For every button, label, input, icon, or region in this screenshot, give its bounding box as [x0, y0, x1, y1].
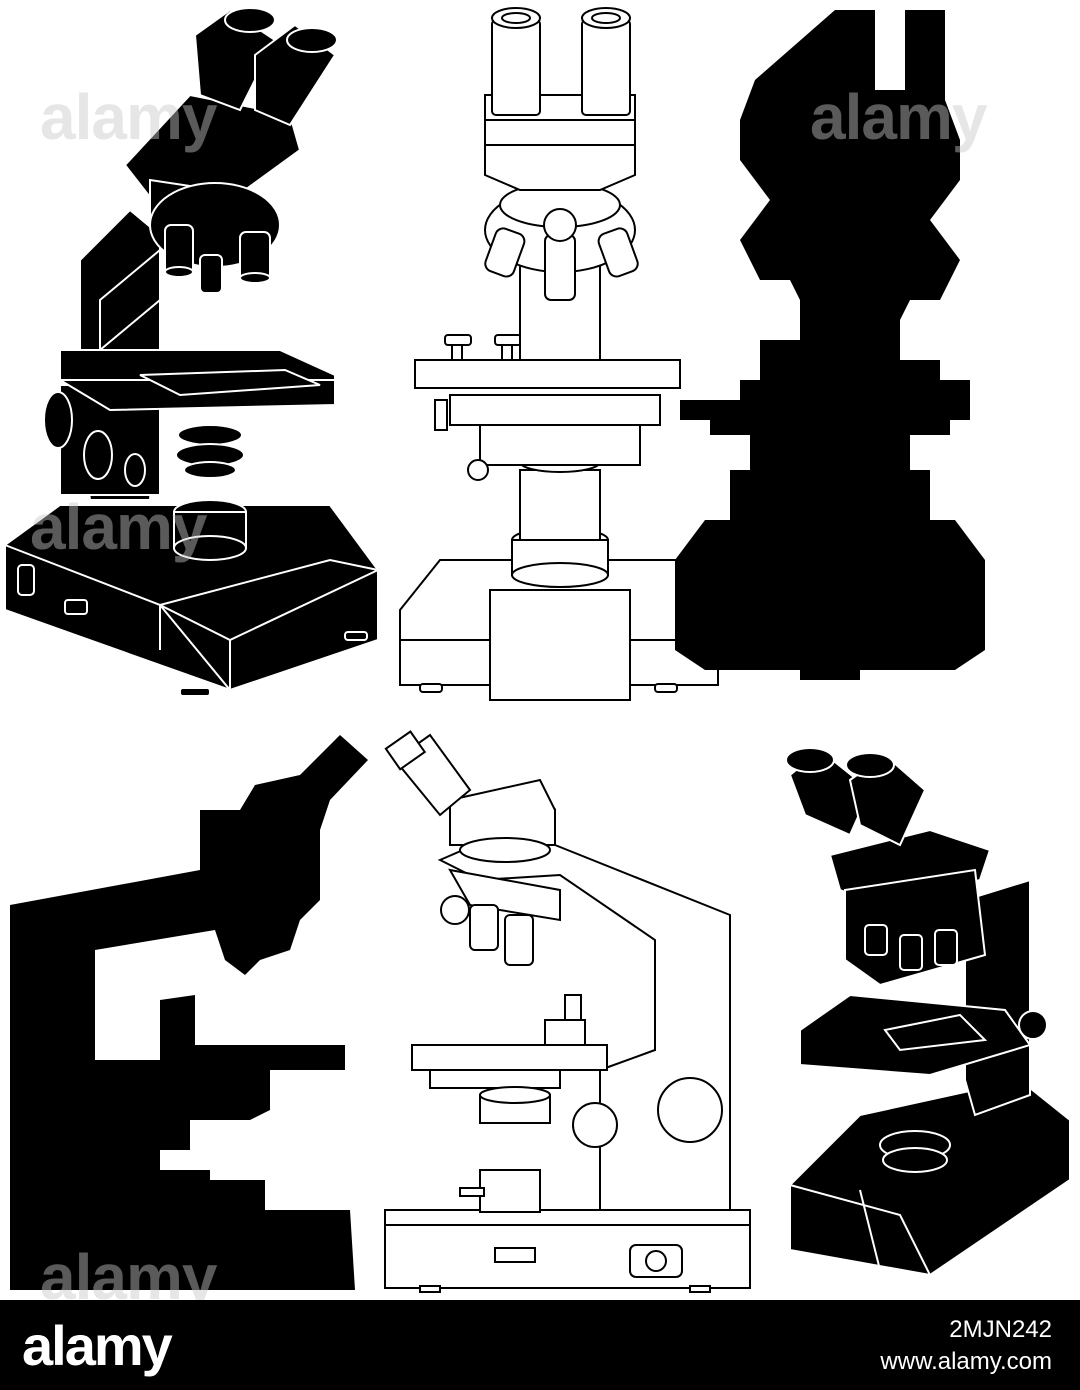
alamy-footer-bar: alamy 2MJN242 www.alamy.com	[0, 1300, 1080, 1390]
alamy-logo: alamy	[22, 1313, 173, 1377]
image-id: 2MJN242	[949, 1316, 1052, 1343]
image-info: 2MJN242 www.alamy.com	[880, 1314, 1052, 1378]
illustration-sheet: alamy alamy alamy alamy	[4, 7, 1071, 1313]
microscope-side-silhouette	[10, 735, 368, 1290]
microscope-front-silhouette	[675, 10, 985, 680]
site-url: www.alamy.com	[880, 1348, 1052, 1375]
microscope-front-outline	[399, 7, 719, 701]
microscope-side-outline	[384, 730, 751, 1293]
microscope-angled-black-1	[4, 7, 382, 697]
microscope-angled-black-2	[785, 747, 1071, 1277]
